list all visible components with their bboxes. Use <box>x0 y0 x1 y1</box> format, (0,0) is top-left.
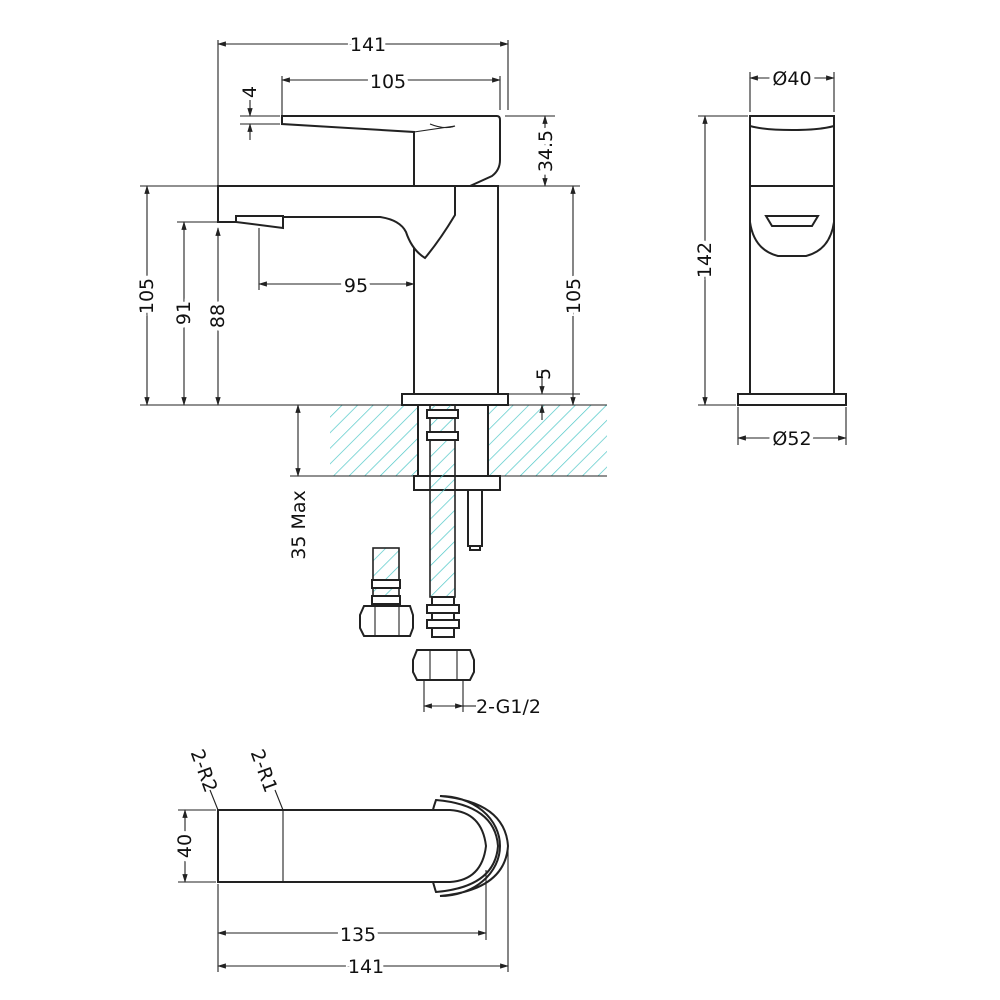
front-view <box>217 115 607 681</box>
hose-nut <box>412 649 475 681</box>
top-spout <box>217 809 488 883</box>
dim-width-overall: 141 <box>350 34 386 56</box>
side-view <box>737 115 847 406</box>
dim-spout-reach: 95 <box>344 275 368 297</box>
dim-overall-length: 141 <box>348 956 384 978</box>
spout-outlet <box>235 215 284 230</box>
front-dimensions: 141 105 4 34.5 105 5 105 <box>132 30 589 718</box>
dim-lever-thickness: 4 <box>239 86 261 98</box>
dim-top-diameter: Ø40 <box>772 68 811 90</box>
base-plate <box>401 393 509 406</box>
dim-deck-thickness: 35 Max <box>288 490 310 560</box>
dim-top-depth: 40 <box>174 834 196 858</box>
lever-handle <box>281 115 501 187</box>
side-dimensions: Ø40 142 Ø52 <box>690 64 847 454</box>
dim-spout-underside: 88 <box>207 304 229 328</box>
threaded-rod <box>467 489 483 547</box>
dim-outlet-height: 91 <box>173 301 195 325</box>
top-base-disc <box>439 795 510 897</box>
side-outlet <box>764 215 820 227</box>
side-lever <box>749 115 835 132</box>
dim-side-height: 142 <box>694 242 716 278</box>
dim-spout-length: 135 <box>340 924 376 946</box>
dim-radius-inner: 2-R1 <box>246 746 282 795</box>
dim-base-diameter: Ø52 <box>772 428 811 450</box>
dim-connector: 2-G1/2 <box>476 696 541 718</box>
dim-body-gap: 34.5 <box>535 130 557 172</box>
top-view <box>217 795 510 897</box>
dim-radius-outer: 2-R2 <box>186 746 222 795</box>
dim-lever-length: 105 <box>370 71 406 93</box>
second-hose <box>372 547 400 605</box>
side-base <box>737 393 847 406</box>
spout <box>217 185 456 260</box>
dim-spout-height: 105 <box>136 278 158 314</box>
hose-nut-2 <box>359 605 414 637</box>
dim-base-thickness: 5 <box>533 368 555 380</box>
dim-body-height: 105 <box>563 278 585 314</box>
